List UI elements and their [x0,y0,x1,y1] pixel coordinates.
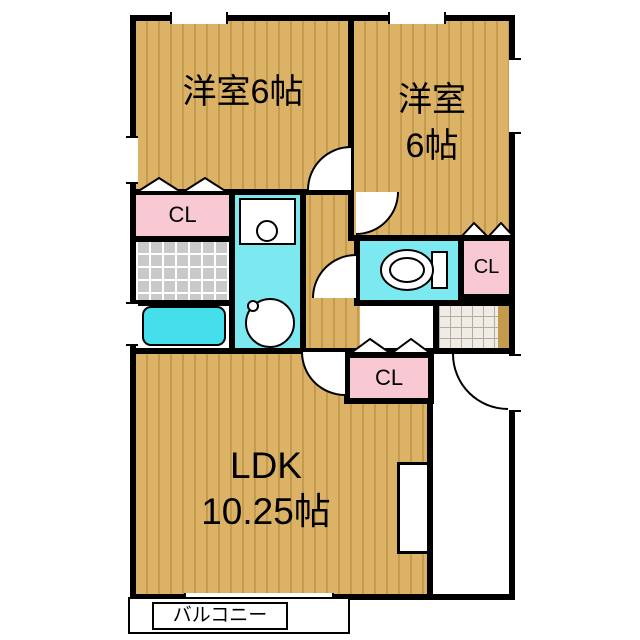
closet-right-label: CL [473,256,500,278]
bedroom-left-label: 洋室6帖 [182,73,304,111]
ldk-label-2: 10.25帖 [201,491,331,532]
entrance-step [498,306,509,348]
sliding-door-panel [397,462,430,554]
ldk-label-1: LDK [230,445,302,486]
closet-ldk [344,352,434,404]
balcony-label: バルコニー [172,605,268,626]
closet-right [458,235,515,300]
closet-right-door-icon [461,222,515,237]
toilet-icon [380,249,448,291]
sink-icon [239,198,296,245]
bedroom-right-label-1: 洋室 [398,81,466,119]
closet-left-door-icon [136,177,230,193]
entrance-door-opening [509,354,521,412]
window-top-right [388,12,446,24]
bathroom-tile-area [130,236,235,306]
bedroom-right-label-2: 6帖 [405,127,459,165]
bathtub-icon [142,306,226,346]
window-left-bath [126,302,138,346]
balcony-label-box [152,602,288,630]
window-right-bedroom [509,58,521,134]
closet-ldk-label: CL [374,365,404,390]
closet-ldk-door-icon [350,338,432,354]
window-top-left [170,12,228,24]
closet-left-label: CL [168,202,197,227]
washing-machine-icon [245,298,295,348]
window-left-bedroom [126,136,138,184]
